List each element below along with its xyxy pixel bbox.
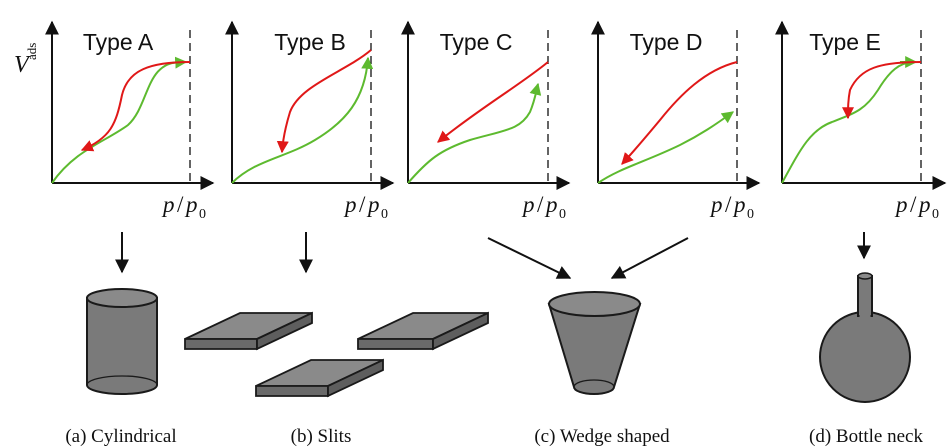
x-axis-label: p / p 0 (343, 192, 388, 222)
svg-text:p: p (161, 192, 175, 217)
svg-text:0: 0 (559, 207, 566, 222)
adsorption-curve (781, 61, 913, 184)
svg-text:p: p (709, 192, 723, 217)
svg-text:0: 0 (932, 207, 939, 222)
svg-text:/: / (725, 192, 732, 217)
panel-type-b: Type B p / p 0 (225, 20, 395, 222)
adsorption-curve (51, 60, 184, 184)
adsorption-curve (231, 56, 374, 184)
desorption-curve (276, 49, 372, 154)
svg-text:p: p (917, 192, 931, 217)
connector-arrows (115, 232, 871, 279)
x-axis-label: p / p 0 (894, 192, 939, 222)
bottle-neck-pore-shape (819, 272, 911, 403)
y-axis-subscript: ads (24, 43, 39, 60)
desorption-curve (842, 61, 922, 120)
panel-title: Type C (440, 29, 513, 55)
svg-text:p: p (894, 192, 908, 217)
slit-plate (184, 311, 313, 351)
svg-text:p: p (544, 192, 558, 217)
slit-plate (357, 311, 489, 351)
arrow-d-to-wedge (610, 237, 689, 279)
desorption-curve (80, 61, 191, 152)
wedge-pore-shape (547, 291, 642, 395)
adsorption-curve (407, 82, 542, 184)
caption-bottle-neck: (d) Bottle neck (809, 426, 923, 447)
svg-text:p: p (343, 192, 357, 217)
desorption-curve (437, 61, 549, 143)
svg-text:/: / (359, 192, 366, 217)
svg-text:p: p (366, 192, 380, 217)
svg-text:p: p (732, 192, 746, 217)
slit-plate (255, 358, 384, 398)
cylinder-pore-shape (86, 288, 158, 395)
svg-text:/: / (177, 192, 184, 217)
desorption-curve (621, 61, 738, 165)
slit-pore-shapes (184, 311, 489, 398)
panel-type-a: Type A p / p 0 (45, 20, 215, 222)
y-axis-label: V ads (14, 43, 39, 78)
arrow-c-to-wedge (487, 237, 572, 279)
svg-text:/: / (910, 192, 917, 217)
svg-text:p: p (521, 192, 535, 217)
x-axis-label: p / p 0 (709, 192, 754, 222)
svg-text:0: 0 (199, 207, 206, 222)
svg-text:p: p (184, 192, 198, 217)
caption-cylindrical: (a) Cylindrical (65, 426, 176, 447)
x-axis-label: p / p 0 (161, 192, 206, 222)
panel-title: Type A (83, 29, 154, 55)
svg-text:0: 0 (747, 207, 754, 222)
panel-type-e: Type E p / p 0 (775, 20, 947, 222)
caption-slits: (b) Slits (291, 426, 352, 447)
shape-captions: (a) Cylindrical (b) Slits (c) Wedge shap… (65, 426, 923, 447)
x-axis-label: p / p 0 (521, 192, 566, 222)
svg-text:/: / (537, 192, 544, 217)
panel-title: Type B (274, 29, 346, 55)
panel-type-c: Type C p / p 0 (401, 20, 571, 222)
svg-text:0: 0 (381, 207, 388, 222)
adsorption-curve (597, 111, 734, 184)
panel-title: Type E (809, 29, 881, 55)
panel-title: Type D (630, 29, 703, 55)
panel-type-d: Type D p / p 0 (591, 20, 761, 222)
y-axis-symbol: V (14, 52, 31, 78)
caption-wedge-shaped: (c) Wedge shaped (534, 426, 670, 447)
